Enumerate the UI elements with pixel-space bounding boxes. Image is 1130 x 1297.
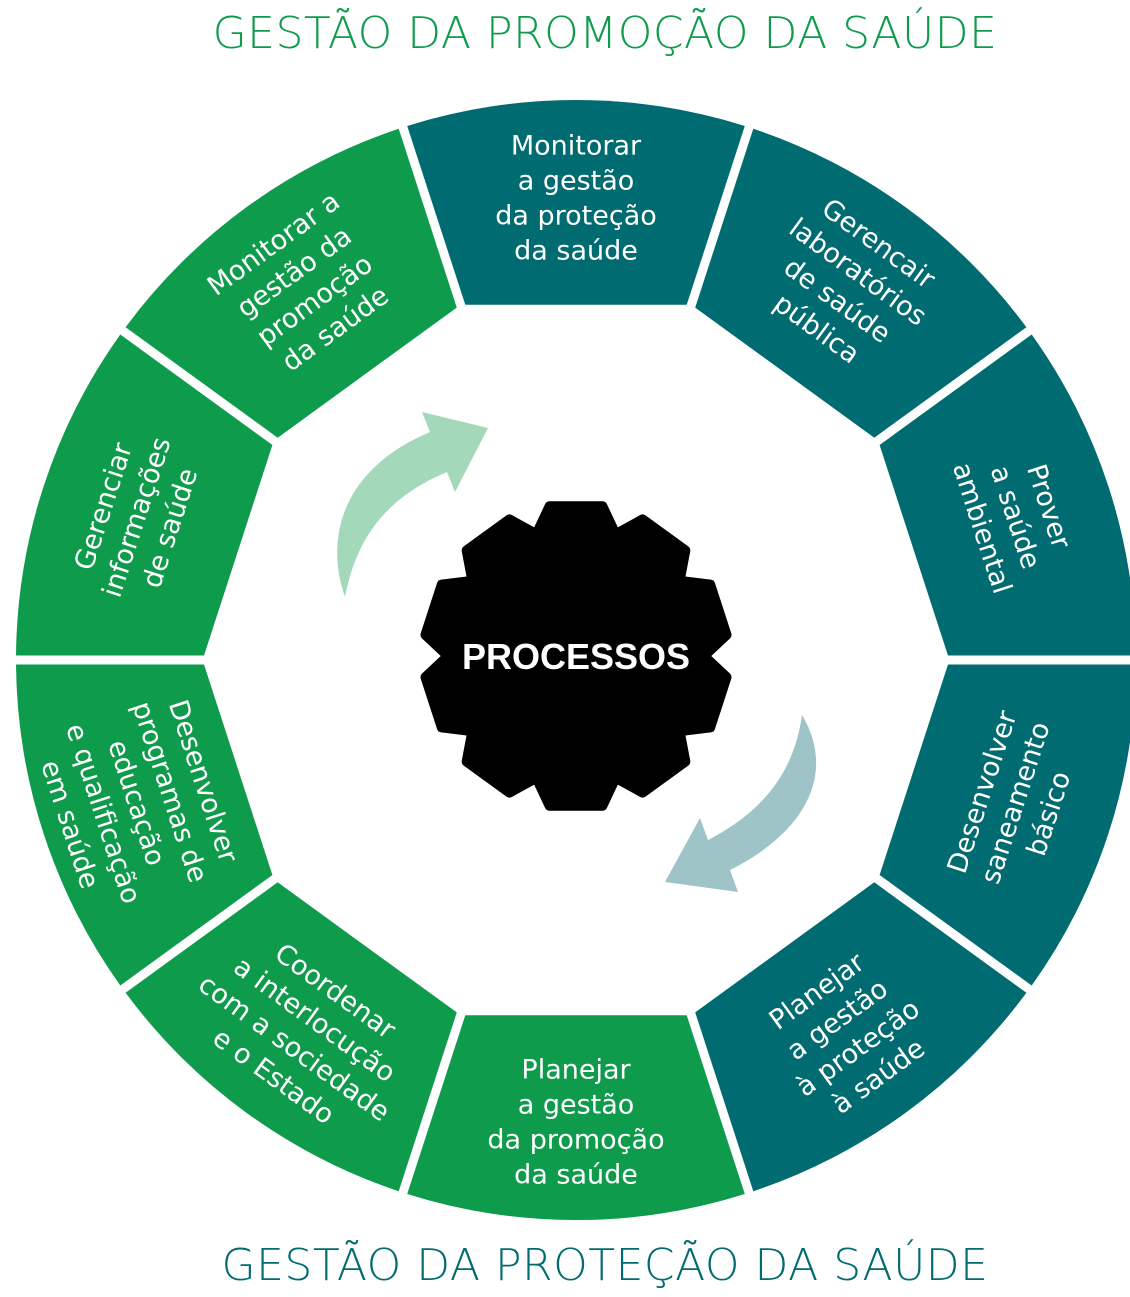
segment-shape — [695, 128, 1027, 438]
segment-label-line: Monitorar — [511, 131, 642, 162]
segment-shape — [16, 664, 273, 986]
segment-planejar-protecao: Planejara gestãoà proteçãoà saúde — [695, 882, 1027, 1192]
segment-shape — [16, 334, 273, 656]
protection-title: GESTÃO DA PROTEÇÃO DA SAÚDE — [221, 1240, 989, 1291]
segment-desenvolver-programas: Desenvolverprogramas deeducaçãoe qualifi… — [16, 664, 273, 986]
promotion-title: GESTÃO DA PROMOÇÃO DA SAÚDE — [212, 8, 998, 59]
cycle-arrow-bottom — [665, 715, 817, 892]
segment-desenvolver-saneamento: Desenvolversaneamentobásico — [879, 664, 1130, 986]
segment-shape — [125, 128, 457, 438]
segment-label-line: a gestão — [518, 1090, 635, 1121]
gear-icon: PROCESSOS — [420, 501, 732, 811]
segment-shape — [879, 334, 1130, 656]
segment-label-line: da saúde — [514, 236, 638, 267]
segment-shape — [879, 664, 1130, 986]
wheel-segments: Desenvolverprogramas deeducaçãoe qualifi… — [16, 99, 1130, 1221]
segment-shape — [407, 99, 745, 305]
segment-label-line: Planejar — [521, 1055, 631, 1086]
segment-gerenciar-informacoes: Gerenciarinformaçõesde saúde — [16, 334, 273, 656]
segment-planejar-promocao: Planejar a gestão da promoção da saúde — [407, 1015, 745, 1221]
segment-label-line: a gestão — [518, 166, 635, 197]
segment-coordenar-interlocucao: Coordenara interlocuçãocom a sociedadee … — [125, 882, 457, 1192]
segment-gerencair-laboratorios: Gerencairlaboratóriosde saúdepública — [695, 128, 1027, 438]
segment-label: Monitorar a gestão da proteção da saúde — [495, 131, 657, 267]
segment-label-line: da proteção — [495, 201, 657, 232]
segment-label-line: da saúde — [514, 1160, 638, 1191]
segment-monitorar-protecao: Monitorar a gestão da proteção da saúde — [407, 99, 745, 305]
segment-monitorar-promocao: Monitorar agestão dapromoçãoda saúde — [125, 128, 457, 438]
segment-shape — [695, 882, 1027, 1192]
segment-label-line: da promoção — [487, 1125, 664, 1156]
segment-shape — [407, 1015, 745, 1221]
center-label: PROCESSOS — [462, 636, 690, 677]
segment-label: Planejar a gestão da promoção da saúde — [487, 1055, 664, 1191]
cycle-arrow-top — [337, 412, 488, 597]
segment-shape — [125, 882, 457, 1192]
segment-prover-saude-ambiental: Provera saúdeambiental — [879, 334, 1130, 656]
